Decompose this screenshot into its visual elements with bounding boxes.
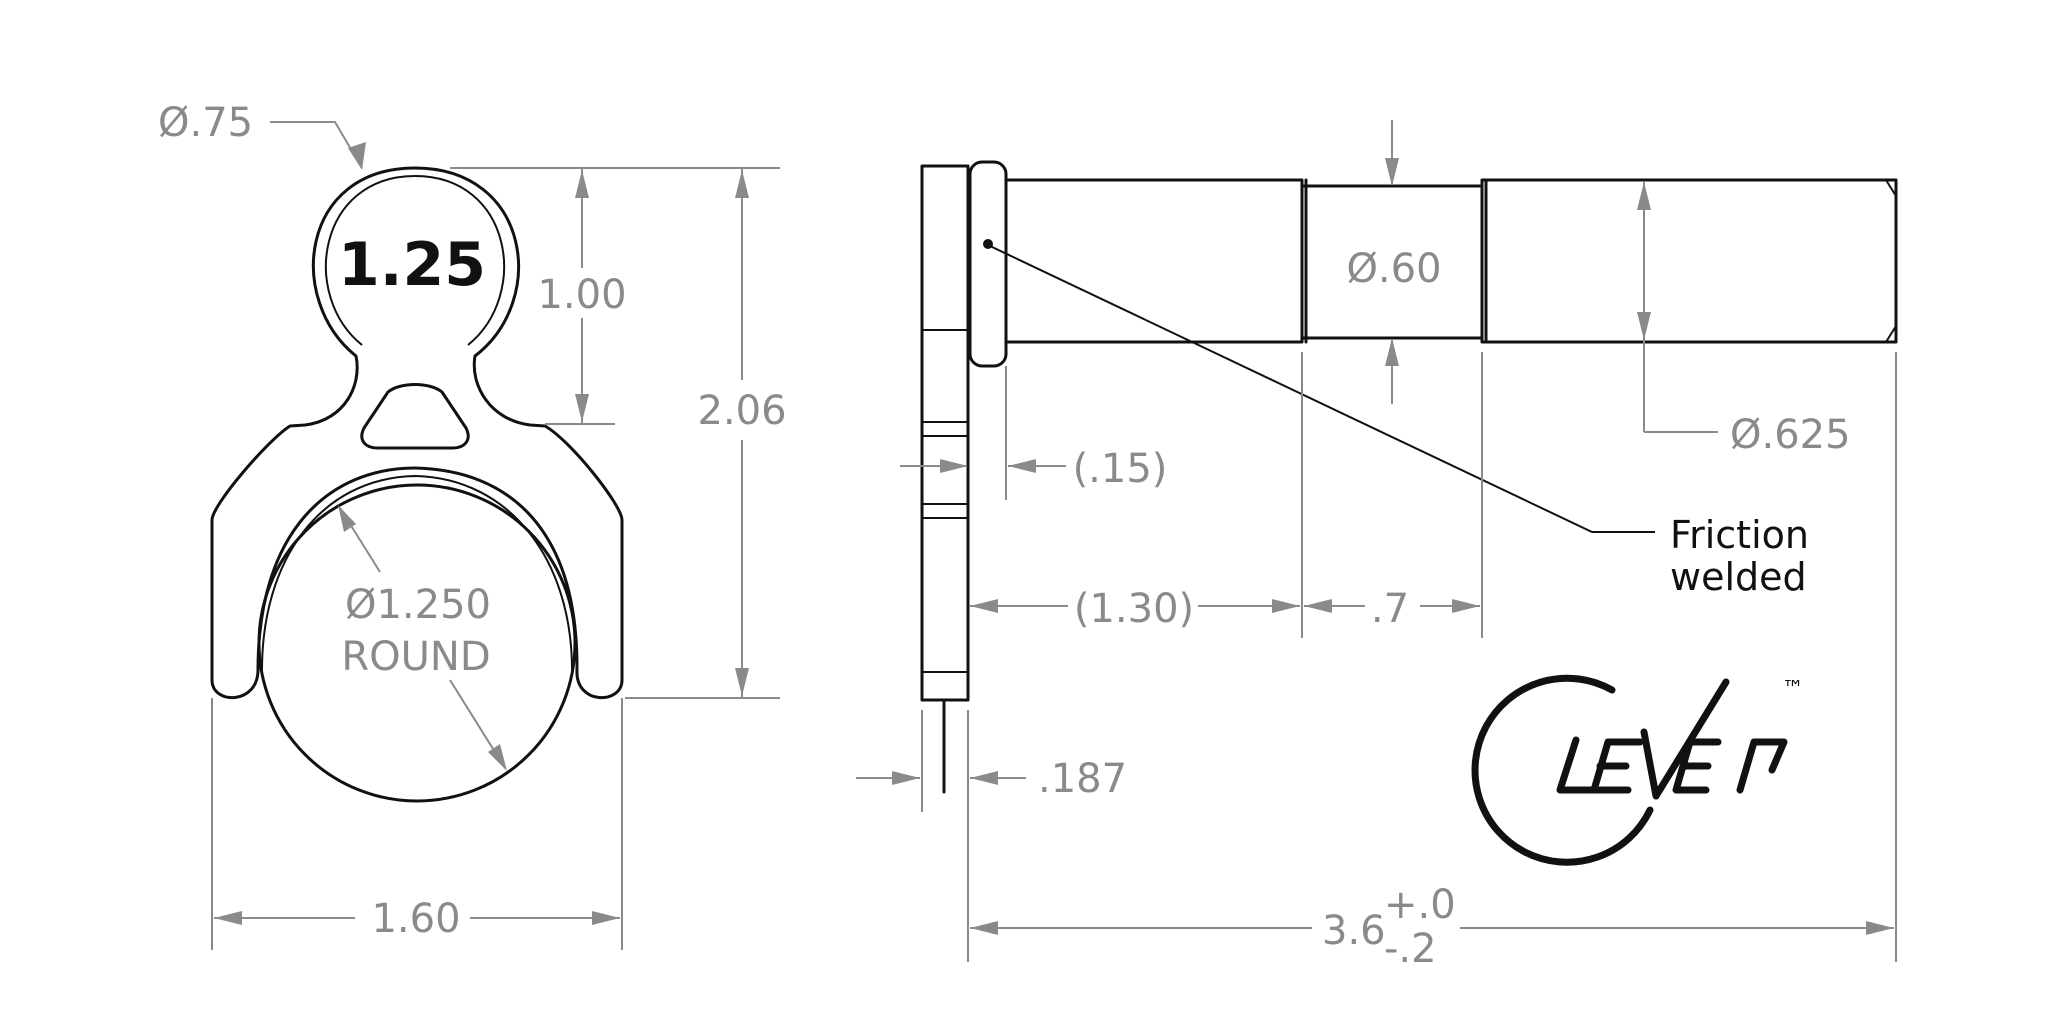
dim-overall-tol-minus: -.2 <box>1384 926 1437 972</box>
dim-height-total-label: 2.06 <box>697 388 786 434</box>
note-line-2: welded <box>1670 555 1807 599</box>
dim-height-upper-label: 1.00 <box>537 272 626 318</box>
arrowhead <box>970 771 998 785</box>
dim-height-upper: 1.00 <box>450 167 780 425</box>
logo-v <box>1640 678 1730 800</box>
logo-c <box>1471 674 1654 866</box>
note-line-1: Friction <box>1670 513 1809 557</box>
stamp-label: 1.25 <box>338 230 486 300</box>
arrowhead <box>1452 599 1480 613</box>
trademark-symbol: ™ <box>1782 677 1804 702</box>
clever-logo: ™ <box>1471 674 1804 866</box>
arrowhead <box>970 599 998 613</box>
arrowhead <box>592 911 620 925</box>
dim-height-total: 2.06 <box>625 168 787 699</box>
dim-plate-label: .187 <box>1038 756 1127 802</box>
front-view-round-bar <box>257 483 577 803</box>
dim-overall-tol-plus: +.0 <box>1384 882 1456 928</box>
front-view <box>210 166 624 803</box>
logo-l <box>1556 736 1602 794</box>
arrowhead <box>1866 921 1894 935</box>
note-friction-welded: Friction welded <box>989 245 1809 599</box>
dim-dia-mid-label: Ø.60 <box>1346 246 1441 292</box>
arrowhead <box>940 459 968 473</box>
arrowhead <box>575 394 589 422</box>
dim-overall-label: 3.6 <box>1322 908 1386 954</box>
front-view-outline <box>210 166 624 700</box>
logo-r <box>1736 738 1788 794</box>
side-view-pin-first <box>1004 178 1304 344</box>
arrowhead <box>1008 459 1036 473</box>
arrowhead <box>1272 599 1300 613</box>
dim-width: 1.60 <box>211 698 623 950</box>
dim-collar-label: (.15) <box>1073 446 1168 492</box>
arrowhead <box>214 911 242 925</box>
front-view-triangle-hole <box>360 383 470 450</box>
front-view-head-ring <box>324 174 506 346</box>
side-view <box>920 160 1898 794</box>
arrowhead <box>1304 599 1332 613</box>
arrowhead <box>1637 182 1651 210</box>
dim-dia-round-sub: ROUND <box>341 634 490 680</box>
logo-e1 <box>1590 738 1644 794</box>
dim-dia-round: Ø1.250 ROUND <box>338 505 507 771</box>
dim-dia-pin-label: Ø.625 <box>1730 412 1851 458</box>
arrowhead <box>892 771 920 785</box>
arrowhead <box>1385 338 1399 366</box>
dim-width-label: 1.60 <box>371 896 460 942</box>
arrowhead <box>488 744 507 771</box>
dim-lengths: (1.30) .7 <box>970 352 1483 638</box>
dim-len-mid-label: .7 <box>1371 586 1409 632</box>
arrowhead <box>735 170 749 198</box>
dim-dia-pin: Ø.625 <box>1637 182 1851 458</box>
side-view-pin-last <box>1480 178 1898 344</box>
side-view-plate <box>920 164 970 702</box>
arrowhead <box>970 921 998 935</box>
dim-dia-round-label: Ø1.250 <box>345 582 491 628</box>
arrowhead <box>1385 158 1399 186</box>
arrowhead <box>735 668 749 696</box>
arrowhead <box>338 505 356 532</box>
dim-collar: (.15) <box>900 366 1167 500</box>
dim-dia-top: Ø.75 <box>158 100 366 170</box>
arrowhead <box>1637 312 1651 340</box>
dim-overall: 3.6 +.0 -.2 <box>967 352 1897 972</box>
arrowhead <box>348 142 366 170</box>
dim-dia-mid: Ø.60 <box>1346 120 1442 404</box>
side-view-collar <box>968 160 1008 368</box>
dim-len-first-label: (1.30) <box>1074 586 1194 632</box>
arrowhead <box>575 170 589 198</box>
dim-dia-top-label: Ø.75 <box>158 100 253 146</box>
logo-e2 <box>1672 738 1722 794</box>
front-view-inner-sweep <box>261 474 573 671</box>
dim-plate: .187 <box>856 710 1127 812</box>
